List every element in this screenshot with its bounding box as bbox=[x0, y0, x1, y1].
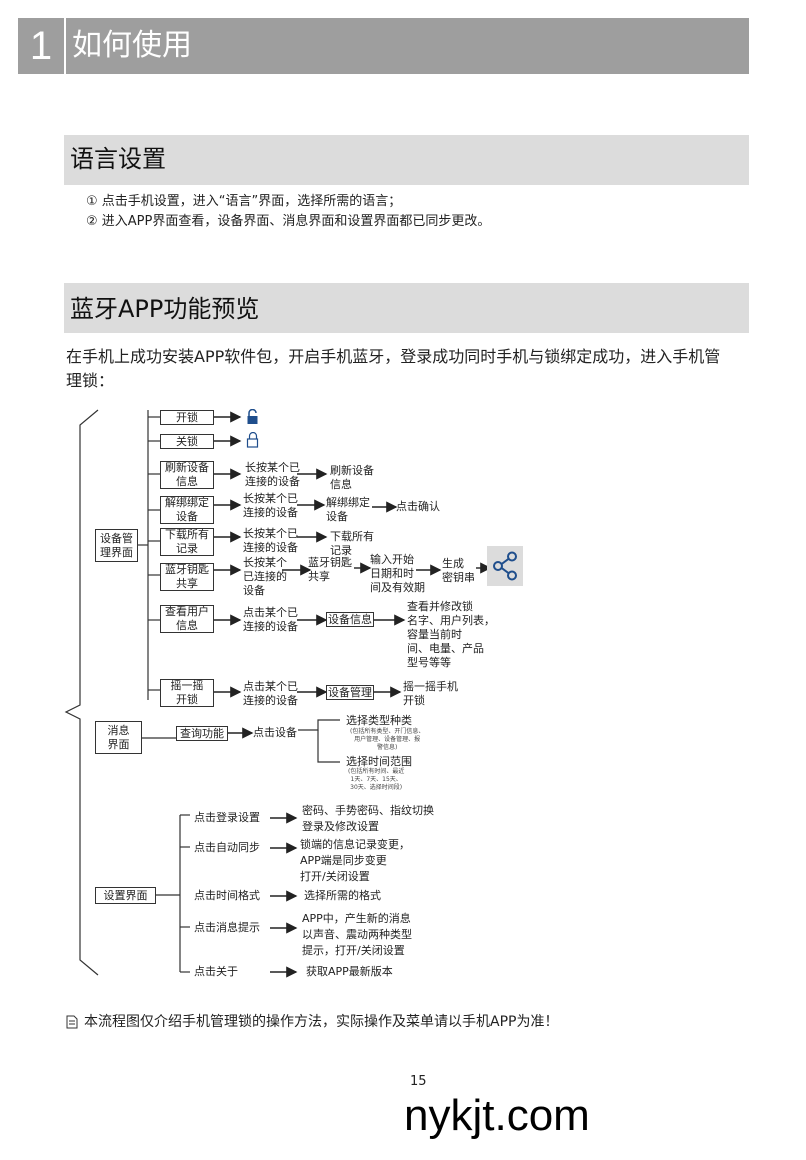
bluetooth-section-title: 蓝牙APP功能预览 bbox=[70, 295, 260, 323]
users-node: 查看用户 信息 bbox=[160, 605, 214, 633]
language-section-bar bbox=[64, 135, 749, 185]
language-step-1: ① 点击手机设置，进入“语言”界面，选择所需的语言； bbox=[86, 194, 402, 209]
unbind-node: 解绑绑定 设备 bbox=[160, 496, 214, 524]
settings-about-result: 获取APP最新版本 bbox=[306, 965, 393, 978]
query-node: 查询功能 bbox=[176, 726, 228, 741]
language-section-title: 语言设置 bbox=[70, 145, 166, 173]
share-result: 蓝牙钥匙 共享 bbox=[308, 556, 352, 583]
share-icon bbox=[493, 551, 517, 581]
settings-root: 设置界面 bbox=[95, 887, 156, 904]
message-option-time-detail: (包括所有时间、最近 1天、7天、15天、 30天、选择时间段) bbox=[348, 768, 405, 791]
message-root: 消息 界面 bbox=[95, 721, 142, 754]
share-input: 输入开始 日期和时 间及有效期 bbox=[370, 553, 425, 594]
query-step: 点击设备 bbox=[253, 726, 297, 739]
note-icon bbox=[66, 1015, 78, 1029]
download-step: 长按某个已 连接的设备 bbox=[243, 527, 298, 554]
unbind-confirm: 点击确认 bbox=[396, 500, 440, 513]
chapter-number: 1 bbox=[18, 18, 64, 74]
message-option-type: 选择类型种类 bbox=[346, 714, 412, 727]
shake-step: 点击某个已 连接的设备 bbox=[243, 680, 298, 707]
device-management-root: 设备管 理界面 bbox=[95, 529, 138, 562]
users-result: 查看并修改锁 名字、用户列表， 容量当前时 间、电量、产品 型号等等 bbox=[407, 600, 495, 669]
share-node: 蓝牙钥匙 共享 bbox=[160, 563, 214, 591]
download-node: 下载所有 记录 bbox=[160, 528, 214, 556]
lock-node: 关锁 bbox=[160, 434, 214, 449]
unlock-icon bbox=[247, 409, 258, 424]
settings-sync-result: 锁端的信息记录变更， APP端是同步变更 打开/关闭设置 bbox=[300, 838, 410, 883]
bluetooth-intro: 在手机上成功安装APP软件包，开启手机蓝牙，登录成功同时手机与锁绑定成功，进入手… bbox=[66, 347, 721, 390]
settings-notify-result: APP中，产生新的消息 以声音、震动两种类型 提示，打开/关闭设置 bbox=[302, 912, 412, 957]
share-generate: 生成 密钥串 bbox=[442, 557, 475, 584]
settings-time-result: 选择所需的格式 bbox=[304, 889, 381, 902]
settings-sync: 点击自动同步 bbox=[194, 841, 260, 854]
lock-icon bbox=[246, 432, 259, 448]
shake-node: 摇一摇 开锁 bbox=[160, 679, 214, 707]
settings-notify: 点击消息提示 bbox=[194, 921, 260, 934]
chapter-header-bar bbox=[66, 18, 749, 74]
unlock-node: 开锁 bbox=[160, 410, 214, 425]
settings-login-result: 密码、手势密码、指纹切换 登录及修改设置 bbox=[302, 804, 434, 833]
watermark: nykjt.com bbox=[404, 1091, 590, 1140]
message-option-type-detail: (包括所有类型、开门信息、 用户管理、设备管理、报 警信息) bbox=[350, 728, 425, 751]
users-step: 点击某个已 连接的设备 bbox=[243, 606, 298, 633]
share-step: 长按某个 已连接的 设备 bbox=[243, 556, 287, 597]
unbind-step: 长按某个已 连接的设备 bbox=[243, 492, 298, 519]
download-result: 下载所有 记录 bbox=[330, 530, 374, 557]
message-option-time: 选择时间范围 bbox=[346, 755, 412, 768]
language-step-2: ② 进入APP界面查看，设备界面、消息界面和设置界面都已同步更改。 bbox=[86, 214, 491, 229]
settings-about: 点击关于 bbox=[194, 965, 238, 978]
refresh-result: 刷新设备 信息 bbox=[330, 464, 374, 491]
settings-login: 点击登录设置 bbox=[194, 811, 260, 824]
chapter-title: 如何使用 bbox=[72, 28, 192, 63]
device-info-node: 设备信息 bbox=[326, 612, 374, 627]
device-management-node: 设备管理 bbox=[326, 685, 374, 700]
settings-time: 点击时间格式 bbox=[194, 889, 260, 902]
refresh-step: 长按某个已 连接的设备 bbox=[245, 461, 300, 488]
footnote: 本流程图仅介绍手机管理锁的操作方法，实际操作及菜单请以手机APP为准！ bbox=[84, 1014, 559, 1030]
shake-result: 摇一摇手机 开锁 bbox=[403, 680, 458, 707]
bluetooth-section-bar bbox=[64, 283, 749, 333]
refresh-node: 刷新设备 信息 bbox=[160, 461, 214, 489]
page-number: 15 bbox=[410, 1074, 427, 1089]
unbind-result: 解绑绑定 设备 bbox=[326, 496, 370, 523]
